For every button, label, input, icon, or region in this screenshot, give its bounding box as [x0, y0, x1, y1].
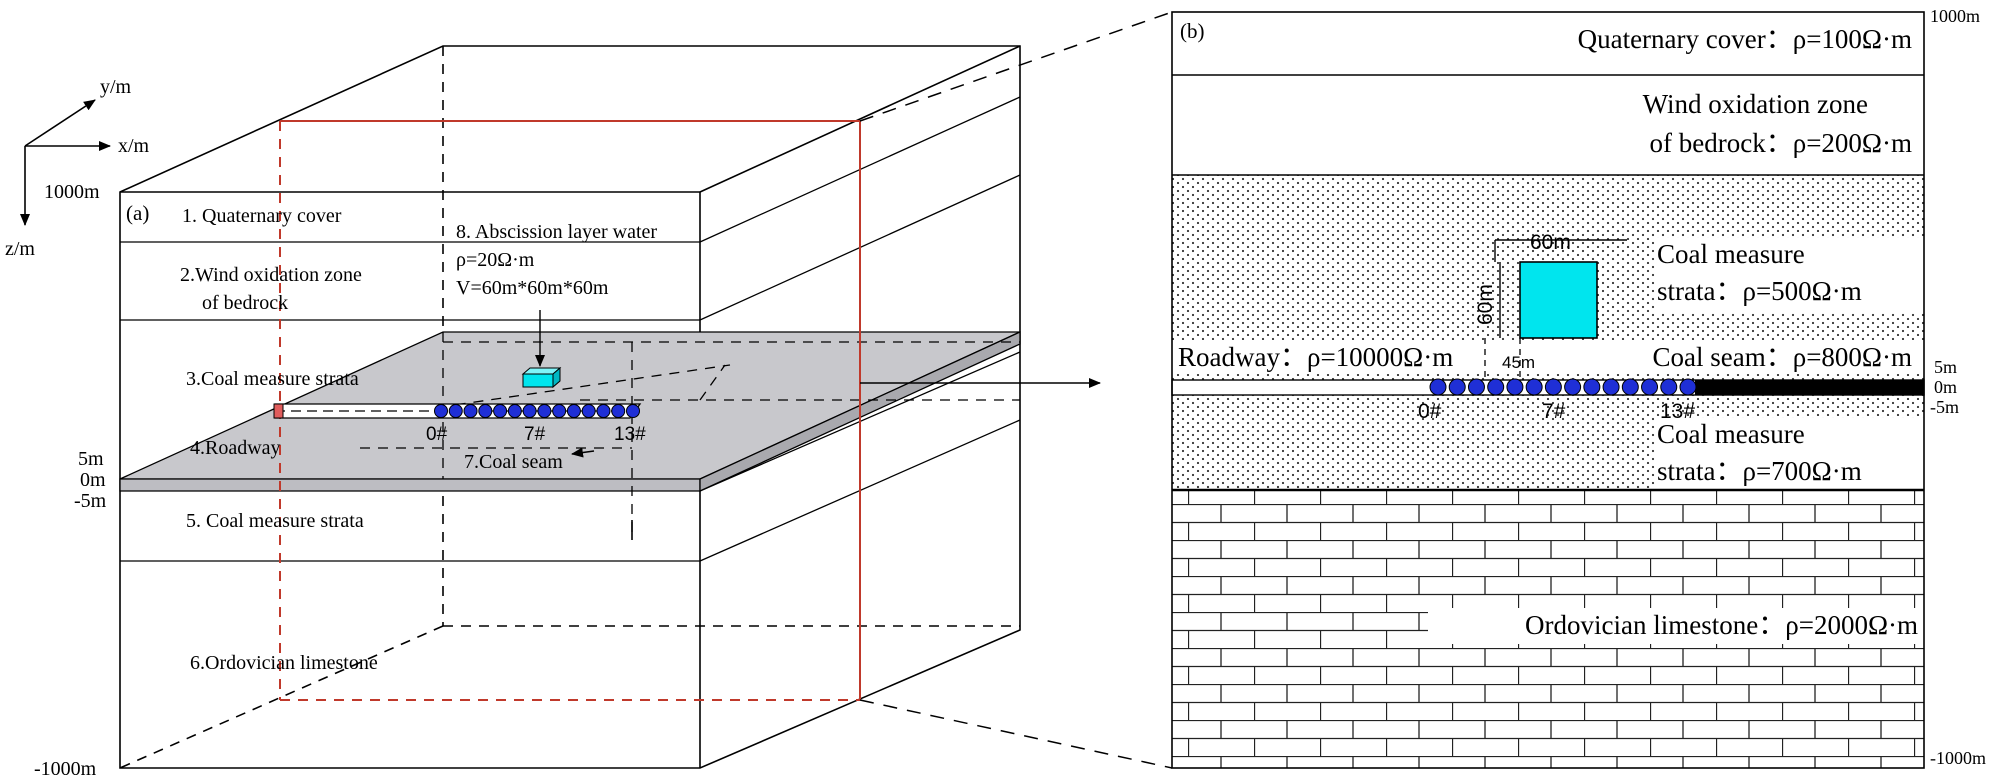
seam-dashes	[360, 332, 1020, 540]
electrode-11	[596, 404, 611, 418]
electrode-1	[1448, 378, 1466, 396]
coal-seam-label: Coal seam：ρ=800Ω·m	[1653, 342, 1912, 372]
electrode-9	[566, 404, 581, 418]
electrode-0	[1429, 378, 1447, 396]
electrode-10	[581, 404, 596, 418]
electrode-13	[1679, 378, 1697, 396]
x-axis-label: x/m	[118, 135, 150, 157]
panel-b-frame	[1171, 11, 1925, 769]
water-body	[1519, 261, 1598, 339]
electrode-5	[507, 404, 522, 418]
panel-a-depth-0m: 0m	[80, 469, 106, 491]
limestone-label: Ordovician limestone：ρ=2000Ω·m	[1525, 610, 1918, 640]
electrode-label-first-b: 0#	[1418, 400, 1442, 423]
electrode-5	[1525, 378, 1543, 396]
electrode-label-mid-a: 7#	[524, 424, 546, 445]
electrode-4	[1506, 378, 1524, 396]
coal-upper-label-1: Coal measure	[1657, 239, 1805, 269]
panel-a: (a) 1000m -1000m 5m 0m -5m 1. Quaternary…	[34, 45, 1101, 780]
water-rho: ρ=20Ω·m	[456, 249, 535, 271]
label-limestone: 6.Ordovician limestone	[190, 652, 378, 674]
dim-width-label: 60m	[1530, 231, 1571, 254]
roadway-label: Roadway：ρ=10000Ω·m	[1178, 342, 1453, 372]
panel-a-depth-m5m: -5m	[74, 490, 107, 512]
electrode-2	[1467, 378, 1485, 396]
coal-upper-label-2: strata：ρ=500Ω·m	[1657, 276, 1862, 306]
electrode-6	[522, 404, 537, 418]
label-coal-seam: 7.Coal seam	[464, 451, 563, 473]
coal-seam-band	[1695, 380, 1924, 395]
electrode-label-mid-b: 7#	[1542, 400, 1566, 423]
electrode-1	[448, 404, 463, 418]
label-wind-zone-2: of bedrock	[202, 292, 288, 314]
panel-a-depth-5m: 5m	[78, 448, 104, 470]
dimension-lines	[1494, 239, 1627, 338]
wind-label-1: Wind oxidation zone	[1643, 89, 1868, 119]
panel-b-depth-5m: 5m	[1934, 357, 1957, 377]
quaternary-label: Quaternary cover：ρ=100Ω·m	[1578, 24, 1912, 54]
electrode-array-b	[1429, 378, 1697, 396]
label-coal-lower: 5. Coal measure strata	[186, 510, 364, 532]
panel-a-top-depth: 1000m	[44, 181, 100, 203]
electrode-label-last-b: 13#	[1660, 400, 1695, 423]
zoom-connectors	[859, 11, 1173, 769]
panel-b: (b) 1000m -1000m 5m 0m -5m Quaternary co…	[1171, 6, 1986, 769]
label-wind-zone: 2.Wind oxidation zone	[180, 264, 362, 286]
wind-layer	[1172, 75, 1924, 175]
electrode-8	[552, 404, 567, 418]
electrode-3	[478, 404, 493, 418]
dim-height-label: 60m	[1474, 284, 1497, 325]
electrode-3	[1487, 378, 1505, 396]
electrode-9	[1602, 378, 1620, 396]
electrode-label-first-a: 0#	[426, 424, 448, 445]
electrode-12	[611, 404, 626, 418]
electrode-label-last-a: 13#	[614, 424, 646, 445]
coal-lower-label-2: strata：ρ=700Ω·m	[1657, 456, 1862, 486]
panel-b-depth-0m: 0m	[1934, 377, 1957, 397]
electrode-array-a	[434, 404, 640, 418]
axes-indicator	[20, 99, 111, 226]
electrode-8	[1583, 378, 1601, 396]
z-axis-label: z/m	[5, 238, 35, 260]
panel-b-depth-m5m: -5m	[1930, 397, 1959, 417]
water-title: 8. Abscission layer water	[456, 221, 657, 243]
seam-arrow	[571, 447, 595, 458]
panel-b-tag: (b)	[1180, 19, 1205, 43]
electrode-6	[1544, 378, 1562, 396]
abscission-water-box	[521, 366, 562, 389]
electrode-0	[434, 404, 448, 418]
dim-offset-label: 45m	[1502, 353, 1535, 372]
electrode-13	[626, 404, 640, 418]
panel-b-bottom-depth: -1000m	[1930, 748, 1986, 768]
panel-a-bottom-depth: -1000m	[34, 758, 97, 780]
electrode-10	[1621, 378, 1639, 396]
coal-lower-label-1: Coal measure	[1657, 419, 1805, 449]
electrode-7	[537, 404, 552, 418]
electrode-11	[1641, 378, 1659, 396]
panel-a-tag: (a)	[126, 201, 149, 225]
electrode-12	[1660, 378, 1678, 396]
y-axis-label: y/m	[100, 76, 132, 98]
label-quaternary: 1. Quaternary cover	[182, 205, 342, 227]
wind-label-2: of bedrock：ρ=200Ω·m	[1650, 128, 1912, 158]
roadway-head	[273, 403, 284, 419]
electrode-7	[1564, 378, 1582, 396]
electrode-4	[493, 404, 508, 418]
water-volume: V=60m*60m*60m	[456, 277, 609, 299]
label-coal-upper: 3.Coal measure strata	[186, 368, 359, 390]
electrode-2	[463, 404, 478, 418]
panel-b-top-depth: 1000m	[1930, 6, 1980, 26]
label-roadway: 4.Roadway	[190, 437, 281, 459]
quaternary-layer	[1172, 12, 1924, 75]
